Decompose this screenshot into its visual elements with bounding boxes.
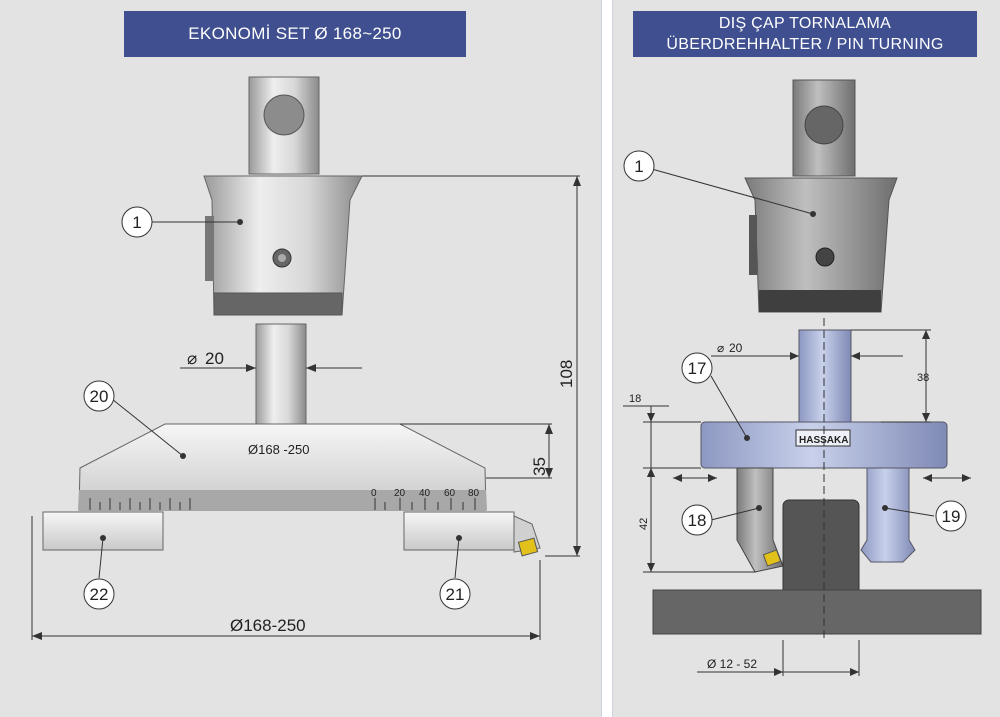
scale-strip	[79, 490, 486, 510]
scale-label-60: 60	[444, 488, 456, 499]
overall-diameter-label: Ø168-250	[230, 616, 306, 635]
height-35-label: 35	[530, 457, 549, 476]
scale-label-0: 0	[371, 488, 377, 499]
pin	[255, 323, 307, 429]
knurl	[205, 216, 214, 281]
arrowheads	[647, 211, 971, 676]
right-drawing: HASSAKA	[623, 79, 982, 676]
pin-diameter-symbol: ⌀	[717, 341, 724, 355]
callouts-left	[83, 206, 471, 610]
ruler-left	[89, 498, 191, 510]
callout-1: 1	[132, 213, 141, 232]
right-panel: DIŞ ÇAP TORNALAMA ÜBERDREHHALTER / PIN T…	[612, 0, 1000, 717]
base-table	[652, 589, 982, 635]
right-panel-title: DIŞ ÇAP TORNALAMA ÜBERDREHHALTER / PIN T…	[633, 11, 977, 57]
pin-diameter-label: 20	[205, 349, 224, 368]
left-panel: EKONOMİ SET Ø 168~250	[0, 0, 602, 717]
holder-base	[213, 292, 343, 316]
body-diameter-label: Ø168 -250	[248, 442, 309, 457]
left-panel-title: EKONOMİ SET Ø 168~250	[124, 11, 466, 57]
knurl	[749, 215, 757, 275]
callout-18: 18	[688, 511, 707, 530]
pin-diameter-symbol: ⌀	[187, 349, 197, 368]
shank-hole	[804, 105, 844, 145]
pin-diameter-label: 20	[729, 341, 743, 355]
set-screw-head	[278, 254, 286, 262]
set-screw	[815, 247, 835, 267]
callout-1: 1	[634, 157, 643, 176]
callouts-right	[623, 150, 967, 536]
ruler-right	[374, 498, 476, 510]
height-18-label: 18	[629, 393, 641, 405]
insert	[517, 537, 539, 557]
callout-19: 19	[942, 507, 961, 526]
scale-label-20: 20	[394, 488, 406, 499]
height-42-label: 42	[638, 518, 650, 530]
right-title-line2: ÜBERDREHHALTER / PIN TURNING	[666, 36, 944, 53]
scale-label-80: 80	[468, 488, 480, 499]
range-label: Ø 12 - 52	[707, 657, 757, 671]
arrowheads	[32, 176, 581, 640]
callout-22: 22	[90, 585, 109, 604]
callout-17: 17	[688, 359, 707, 378]
support-pin	[860, 467, 916, 563]
callout-20: 20	[90, 387, 109, 406]
right-title-line1: DIŞ ÇAP TORNALAMA	[718, 15, 892, 32]
shank-hole	[263, 94, 305, 136]
height-38-label: 38	[917, 372, 929, 384]
tool-bar-left	[42, 511, 164, 551]
height-108-label: 108	[557, 360, 576, 388]
tool-bar-right	[403, 511, 515, 551]
insert	[762, 549, 782, 567]
scale-label-40: 40	[419, 488, 431, 499]
left-drawing: 0 20 40 60 80	[31, 76, 581, 640]
dimension-lines	[31, 175, 580, 640]
brand-plate	[795, 429, 851, 447]
callout-21: 21	[446, 585, 465, 604]
holder-base	[759, 290, 881, 312]
pin	[798, 329, 852, 423]
